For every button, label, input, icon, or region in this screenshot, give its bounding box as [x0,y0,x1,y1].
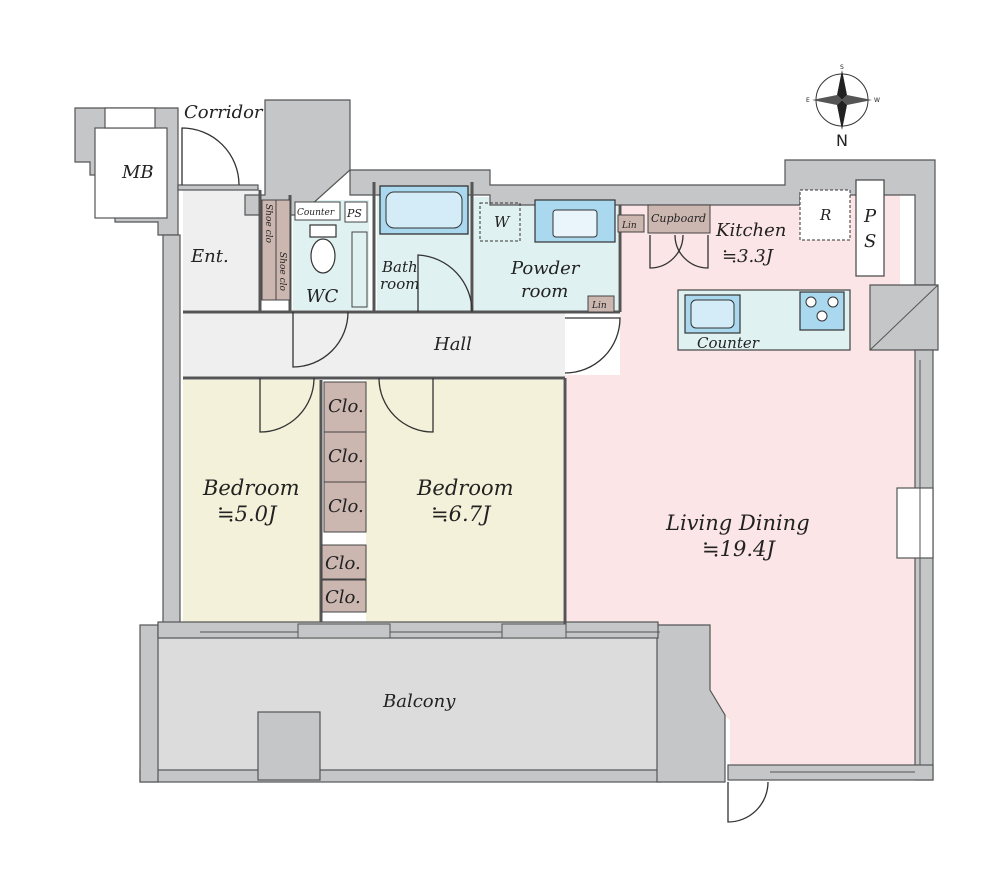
cupboard-door-r [674,234,709,269]
linen-label-1: Lin [621,221,637,231]
closet-label-4: Clo. [325,553,361,574]
bedroom-right-size: ≒6.7J [431,502,492,526]
corridor-label: Corridor [184,102,264,123]
bath-label-1: Bath [381,258,418,276]
room-labels: Corridor MB Ent. Shoe clo Shoe clo Count… [121,102,877,712]
closet-3 [323,481,367,533]
compass-rose-icon [812,70,872,130]
closet-label-1: Clo. [328,396,364,417]
bathtub-icon [379,185,469,235]
bath-door [417,254,473,313]
powder-label-1: Powder [510,258,581,279]
kitchen-counter-label: Counter [697,334,760,352]
closet-label-2: Clo. [328,446,364,467]
ps-small-label: PS [346,207,362,220]
walls [74,99,939,783]
balcony-column-right [656,624,726,783]
balcony-wall-bottom [139,769,661,783]
shoe-closet-label-1: Shoe clo [263,204,273,243]
cupboard-label: Cupboard [651,212,706,225]
room-fills [157,182,915,780]
refrigerator-space [799,189,851,241]
ps-s-label: S [864,231,876,252]
mb-label: MB [121,162,154,183]
balcony-column-left [257,711,321,781]
right-window-box [896,487,934,559]
closet-5 [321,579,367,613]
shoe-closet-label-2: Shoe clo [277,252,287,291]
toilet-icon [309,224,337,274]
living-label: Living Dining [665,511,810,535]
balcony-door [727,781,769,823]
closet-label-3: Clo. [328,496,364,517]
vanity-sink-icon [534,199,616,243]
powder-label-2: room [521,281,568,302]
hall-area [183,312,565,378]
bedroom-right-door [378,377,434,433]
compass-north-label: N [836,131,848,150]
south-wall [157,621,659,639]
balcony-label: Balcony [382,691,456,712]
compass-e-label: E [806,97,810,104]
bath-label-2: room [380,275,419,293]
closet-4 [321,544,367,580]
balcony-wall-left [139,624,159,783]
wc-counter-label: Counter [297,208,335,218]
compass-w-label: W [874,97,880,104]
kitchen-size-label: ≒3.3J [722,246,775,267]
mb-notch [104,107,156,129]
kitchen-label: Kitchen [715,220,786,241]
closet-1 [323,381,367,433]
washer-space [479,202,521,242]
living-size: ≒19.4J [702,537,776,561]
stove-icon [799,291,845,331]
compass-s-label: S [840,64,844,71]
bedroom-left-label: Bedroom [202,476,300,500]
cupboard-door-l [649,234,684,269]
cupboard [647,204,711,234]
shoe-closet-2 [275,199,291,301]
hall-door-left [292,311,349,368]
linen-2 [587,295,615,313]
fixtures [200,179,921,773]
kitchen-sink-icon [684,294,741,334]
windows [200,360,921,773]
ps-p-label: P [863,206,877,227]
entrance-label: Ent. [190,246,229,267]
ps-small-box [344,201,368,223]
refrigerator-label: R [819,206,831,224]
bedroom-left-door [259,377,315,433]
doors [181,127,769,823]
column-diagonal [869,284,939,351]
wc-sink [351,231,368,308]
washer-label: W [494,213,511,231]
right-exterior-wall [914,349,934,781]
linen-label-2: Lin [591,301,607,311]
hall-label: Hall [433,334,472,355]
ps-box [855,179,885,277]
front-door [181,127,240,186]
bedroom-left-size: ≒5.0J [217,502,278,526]
bedroom-left-area [183,380,321,622]
closet-label-5: Clo. [325,587,361,608]
wc-label: WC [306,286,339,307]
bedroom-right-label: Bedroom [416,476,514,500]
linen-1 [617,214,645,233]
top-wall-left [177,184,259,191]
wc-counter [294,201,341,221]
living-door [564,317,621,374]
left-exterior-wall [162,234,181,631]
